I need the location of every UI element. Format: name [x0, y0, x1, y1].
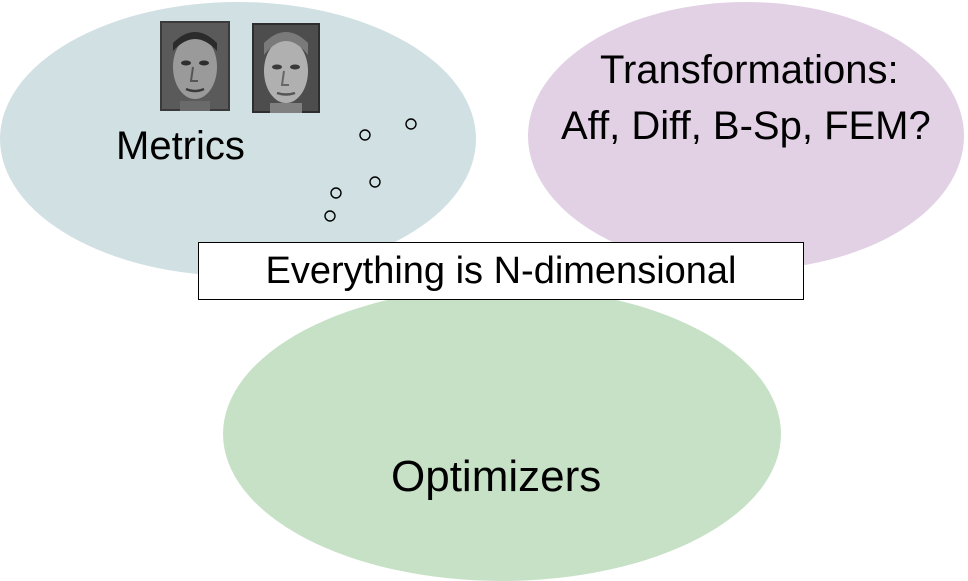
metrics-ellipse [0, 2, 476, 276]
point-marker [324, 210, 336, 222]
center-caption: Everything is N-dimensional [265, 249, 737, 292]
face-photo-2 [252, 23, 320, 113]
point-marker [330, 187, 342, 199]
point-marker [359, 129, 371, 141]
point-marker [405, 118, 417, 130]
optimizers-label: Optimizers [391, 452, 602, 501]
metrics-label: Metrics [116, 124, 245, 168]
transformations-title: Transformations: [600, 48, 899, 92]
optimizers-ellipse [223, 287, 781, 581]
point-marker [369, 176, 381, 188]
transformations-list: Aff, Diff, B-Sp, FEM? [561, 104, 931, 148]
center-caption-box: Everything is N-dimensional [198, 242, 804, 300]
face-photo-1 [160, 21, 230, 111]
transformations-ellipse [528, 2, 964, 270]
